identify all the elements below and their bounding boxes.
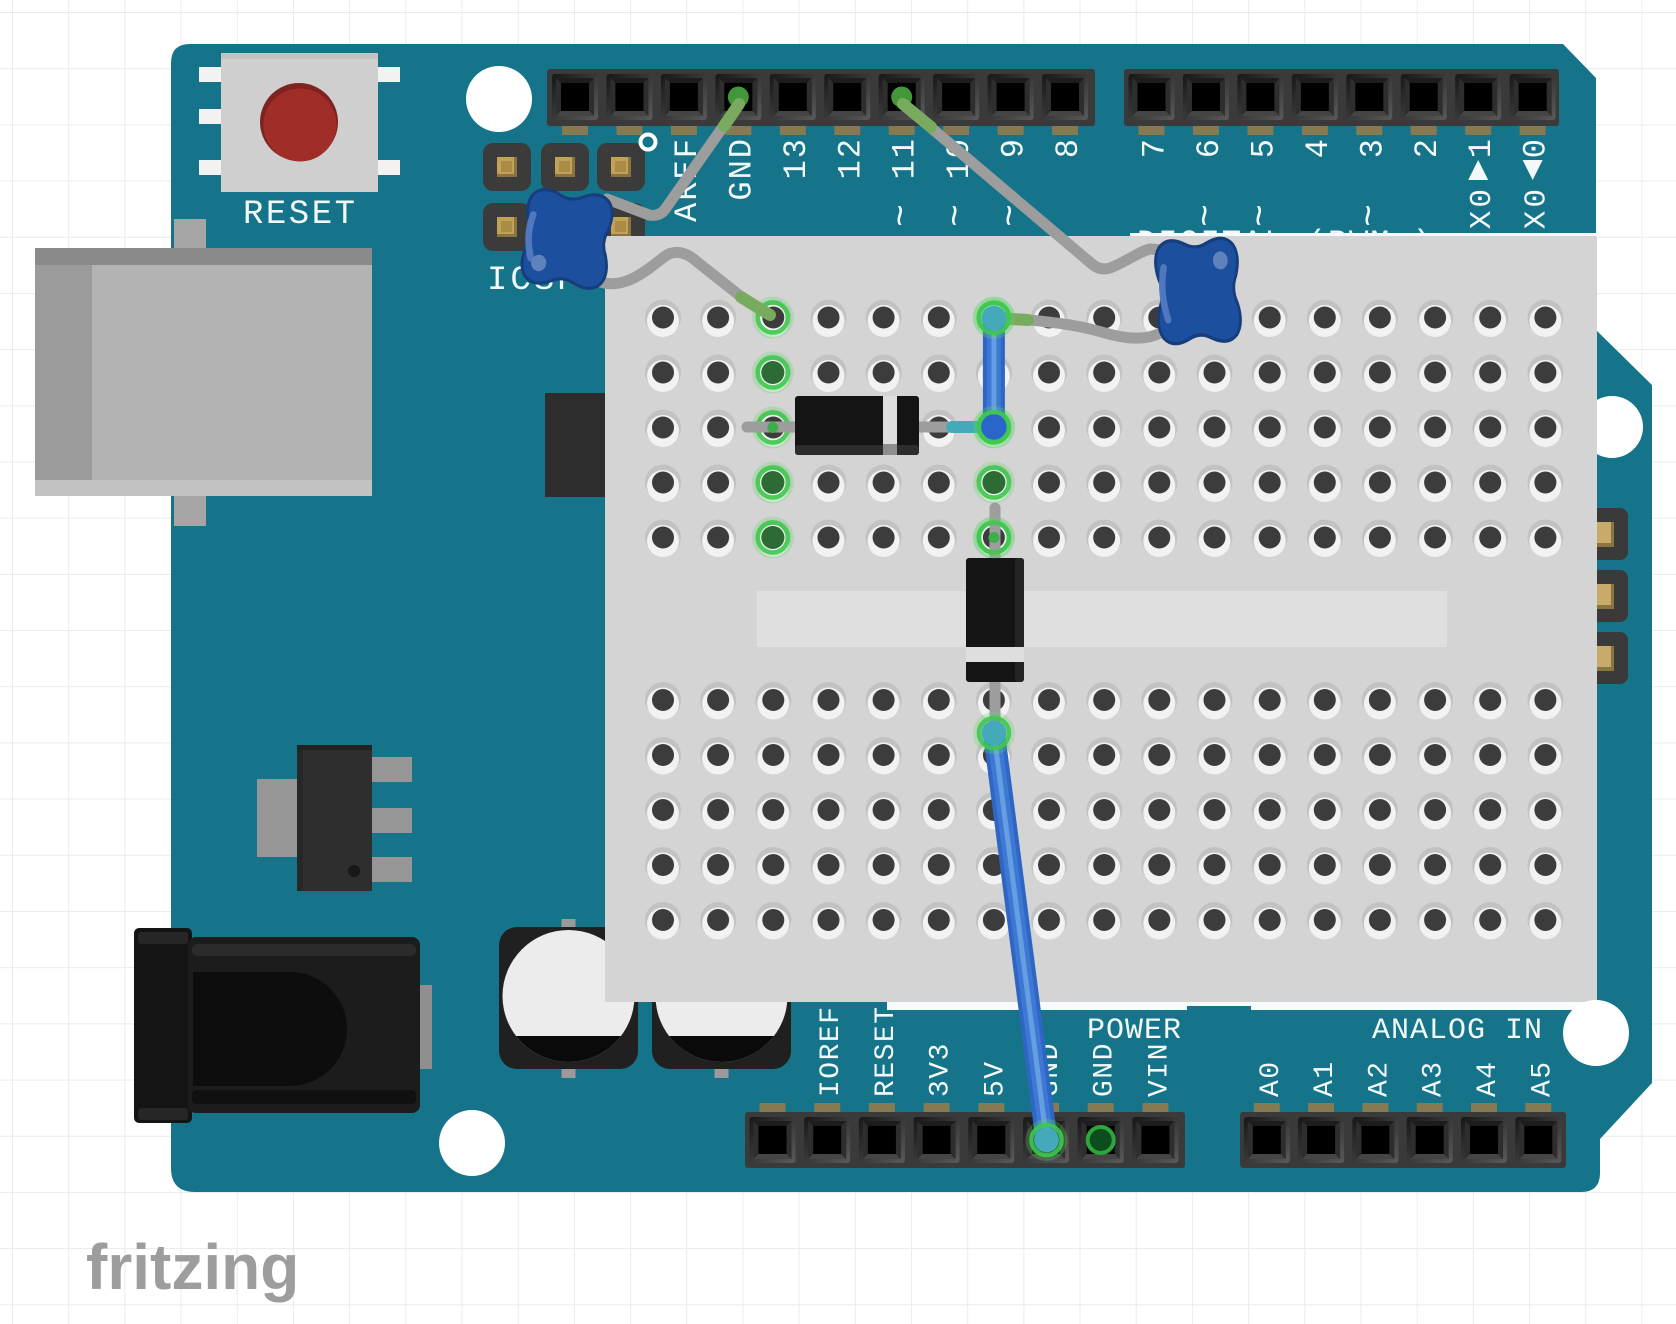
svg-text:7: 7	[1137, 137, 1174, 158]
svg-text:A3: A3	[1419, 1060, 1450, 1097]
svg-text:~: ~	[882, 204, 925, 227]
svg-text:RESET: RESET	[243, 196, 358, 234]
svg-text:11: 11	[887, 137, 924, 179]
svg-text:~: ~	[936, 204, 979, 227]
svg-text:POWER: POWER	[1087, 1014, 1182, 1048]
svg-text:5V: 5V	[980, 1060, 1011, 1097]
svg-text:~: ~	[1240, 204, 1283, 227]
svg-text:GND: GND	[723, 137, 760, 201]
svg-text:A0: A0	[1256, 1060, 1287, 1097]
svg-text:VIN: VIN	[1144, 1042, 1175, 1097]
svg-text:12: 12	[832, 137, 869, 179]
svg-text:X0: X0	[1520, 186, 1555, 229]
svg-text:9: 9	[996, 137, 1033, 158]
svg-text:3V3: 3V3	[926, 1042, 957, 1097]
svg-text:IOREF: IOREF	[816, 1005, 847, 1097]
svg-text:3: 3	[1354, 137, 1391, 158]
svg-text:X0: X0	[1465, 186, 1500, 229]
svg-text:4: 4	[1300, 137, 1337, 158]
svg-text:ANALOG IN: ANALOG IN	[1372, 1014, 1543, 1048]
svg-text:2: 2	[1409, 137, 1446, 158]
svg-text:~: ~	[1186, 204, 1229, 227]
svg-text:6: 6	[1191, 137, 1228, 158]
svg-text:~: ~	[1349, 204, 1392, 227]
svg-text:A5: A5	[1527, 1060, 1558, 1097]
svg-text:0: 0	[1518, 137, 1555, 158]
svg-text:fritzing: fritzing	[86, 1231, 299, 1303]
svg-text:8: 8	[1050, 137, 1087, 158]
svg-text:13: 13	[778, 137, 815, 179]
svg-text:1: 1	[1463, 137, 1500, 158]
svg-text:RESET: RESET	[871, 1005, 902, 1097]
svg-text:A1: A1	[1310, 1060, 1341, 1097]
svg-text:A2: A2	[1364, 1060, 1395, 1097]
svg-text:A4: A4	[1473, 1060, 1504, 1097]
svg-text:GND: GND	[1090, 1042, 1121, 1097]
svg-text:5: 5	[1245, 137, 1282, 158]
